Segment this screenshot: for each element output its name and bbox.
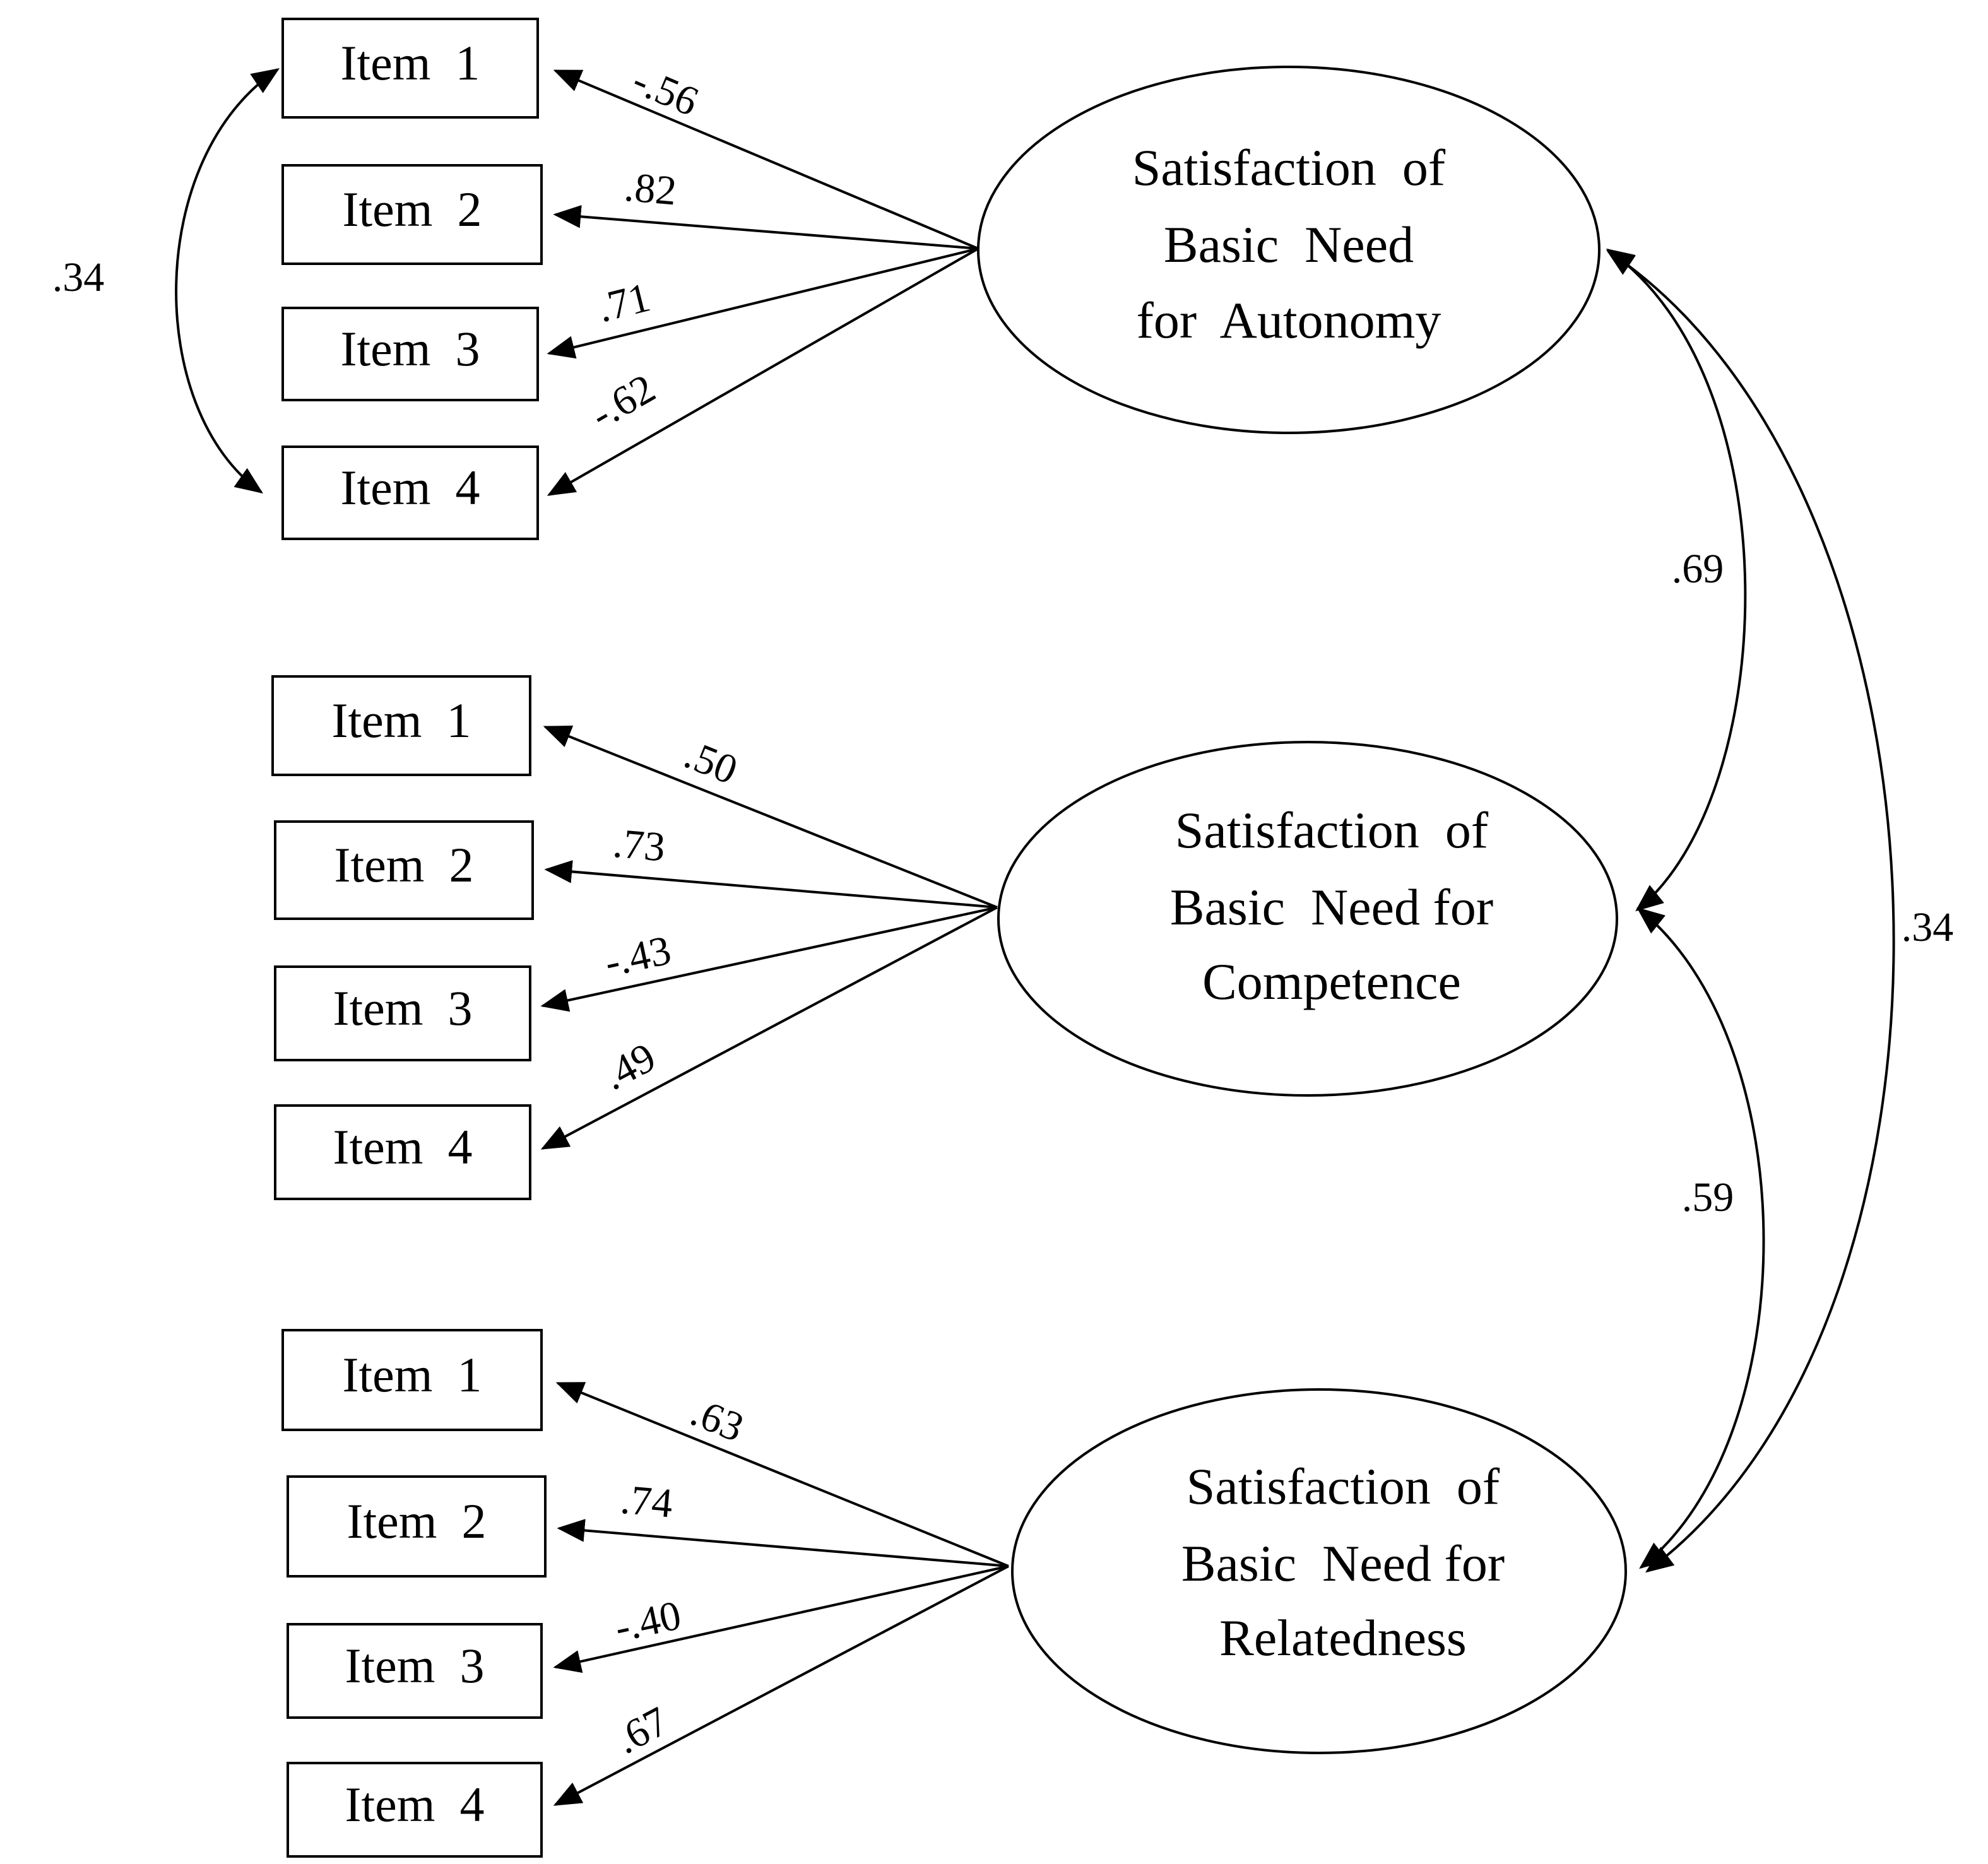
item-box-competence-4 (274, 1104, 531, 1200)
item-box-autonomy-3 (281, 307, 539, 401)
item-box-relatedness-3 (287, 1623, 543, 1719)
factor-correlation-arc-autonomy-relatedness (1606, 249, 1895, 1573)
item-label-competence-2: Item 2 (334, 837, 474, 892)
factor-label-competence-line-3: Competence (1202, 953, 1461, 1010)
item-covariance-arc (175, 68, 280, 494)
loading-value-competence-item-2: .73 (611, 820, 667, 871)
factor-correlation-arc-autonomy-competence (1606, 248, 1747, 912)
item-covariance-value: .34 (52, 254, 105, 300)
factor-group-competence: Item 1 Item 2 Item 3 Item 4 .50 .73 -.43… (271, 675, 1618, 1200)
factor-label-relatedness-line-2: Basic Need for (1181, 1535, 1505, 1592)
loading-value-relatedness-item-4: .67 (608, 1698, 675, 1763)
loading-path-relatedness-item-1 (555, 1382, 1009, 1567)
loading-path-relatedness-item-3 (553, 1565, 1009, 1673)
factor-group-autonomy: Item 1 Item 2 Item 3 Item 4 -.56 .82 .71… (281, 18, 1600, 540)
factor-label-competence-line-2: Basic Need for (1170, 878, 1493, 936)
loading-value-autonomy-item-1: -.56 (626, 57, 705, 125)
loading-path-autonomy-item-1 (553, 69, 979, 250)
loading-path-relatedness-item-2 (557, 1519, 1009, 1567)
item-box-competence-2 (274, 820, 534, 920)
item-label-autonomy-2: Item 2 (343, 182, 482, 237)
item-label-relatedness-3: Item 3 (345, 1638, 485, 1693)
loading-value-autonomy-item-4: -.62 (583, 365, 663, 438)
item-box-relatedness-2 (287, 1475, 547, 1578)
item-box-relatedness-4 (287, 1762, 543, 1858)
loading-path-competence-item-1 (543, 725, 998, 909)
factor-label-relatedness-line-3: Relatedness (1219, 1609, 1467, 1666)
loading-path-relatedness-item-4 (553, 1565, 1009, 1806)
loading-path-competence-item-3 (540, 906, 998, 1012)
item-label-autonomy-4: Item 4 (341, 460, 480, 515)
item-box-competence-3 (274, 965, 531, 1061)
item-label-competence-1: Item 1 (332, 693, 471, 748)
item-box-relatedness-1 (281, 1329, 543, 1431)
loading-value-autonomy-item-3: .71 (593, 274, 655, 331)
item-label-relatedness-2: Item 2 (347, 1494, 487, 1548)
item-label-relatedness-1: Item 1 (343, 1347, 482, 1402)
factor-label-relatedness-line-1: Satisfaction of (1186, 1458, 1500, 1515)
loading-path-competence-item-4 (540, 906, 998, 1150)
item-label-competence-4: Item 4 (333, 1119, 473, 1174)
factor-label-competence-line-1: Satisfaction of (1175, 801, 1489, 859)
item-box-autonomy-1 (281, 18, 539, 119)
item-box-autonomy-4 (281, 445, 539, 540)
loading-value-relatedness-item-3: -.40 (611, 1592, 685, 1651)
factor-label-autonomy-line-1: Satisfaction of (1132, 139, 1446, 196)
loading-value-relatedness-item-2: .74 (618, 1477, 675, 1527)
factor-label-autonomy-line-2: Basic Need (1164, 216, 1414, 273)
item-label-autonomy-3: Item 3 (341, 321, 480, 376)
factor-label-autonomy-line-3: for Autonomy (1137, 292, 1441, 349)
loading-path-autonomy-item-3 (547, 247, 979, 359)
loading-value-autonomy-item-2: .82 (622, 164, 678, 215)
factor-correlation-value-autonomy-competence: .69 (1672, 546, 1724, 592)
loading-value-relatedness-item-1: .63 (684, 1389, 750, 1451)
loading-path-autonomy-item-2 (553, 204, 979, 250)
factor-correlation-arc-competence-relatedness (1636, 907, 1765, 1569)
item-label-relatedness-4: Item 4 (345, 1777, 485, 1832)
item-label-competence-3: Item 3 (333, 981, 473, 1035)
loading-path-competence-item-2 (544, 860, 998, 909)
item-label-autonomy-1: Item 1 (341, 35, 480, 90)
loading-value-competence-item-3: -.43 (601, 927, 675, 986)
loading-path-autonomy-item-4 (547, 247, 979, 496)
factor-correlation-value-autonomy-relatedness: .34 (1902, 904, 1954, 950)
factor-correlation-value-competence-relatedness: .59 (1682, 1174, 1734, 1220)
item-box-autonomy-2 (281, 164, 543, 265)
item-box-competence-1 (271, 675, 531, 776)
factor-group-relatedness: Item 1 Item 2 Item 3 Item 4 .63 .74 -.40… (281, 1329, 1627, 1858)
latent-factor-autonomy (977, 66, 1600, 434)
